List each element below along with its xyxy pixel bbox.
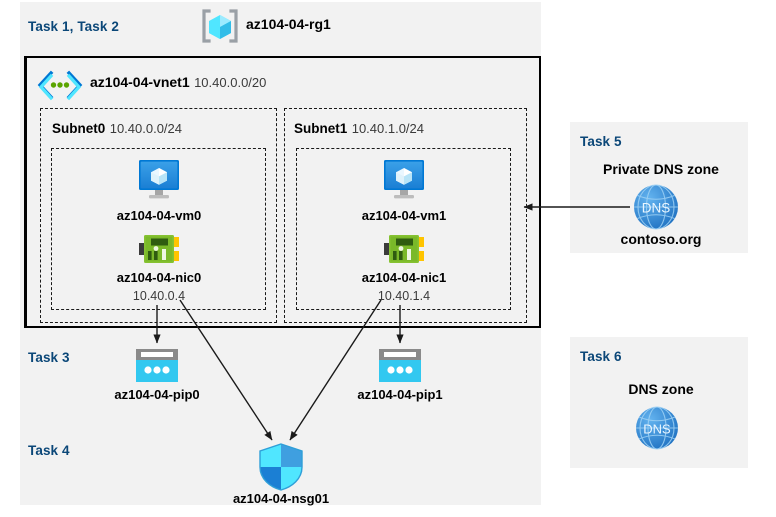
resource-group-icon [200, 8, 240, 44]
virtual-network-icon [36, 70, 84, 101]
network-interface-icon [137, 232, 181, 268]
subnet-1-label: Subnet1 10.40.1.0/24 [294, 120, 424, 138]
nic-0-ip: 10.40.0.4 [132, 289, 186, 303]
private-dns-zone-name: contoso.org [620, 231, 702, 247]
subnet-0-label: Subnet0 10.40.0.0/24 [52, 120, 182, 138]
nic-0-name: az104-04-nic0 [116, 270, 202, 285]
dns-icon-text: DNS [643, 422, 671, 437]
subnet-0-container [40, 108, 277, 323]
virtual-network-label: az104-04-vnet1 10.40.0.0/20 [90, 74, 266, 92]
private-dns-zone-title: Private DNS zone [603, 161, 719, 177]
task-label-task3: Task 3 [28, 350, 70, 365]
subnet-1-vm-group [296, 148, 511, 310]
dns-zone-icon: DNS [635, 406, 679, 450]
nsg-name: az104-04-nsg01 [232, 491, 330, 506]
nic-1-ip: 10.40.1.4 [377, 289, 431, 303]
virtual-network-cidr: 10.40.0.0/20 [194, 75, 267, 90]
pip-0-name: az104-04-pip0 [114, 387, 200, 402]
subnet-0-vm-group [51, 148, 266, 310]
subnet-1-container [284, 108, 527, 323]
public-ip-address-icon [379, 349, 421, 382]
dns-icon-text: DNS [642, 201, 671, 216]
dns-zone-title: DNS zone [628, 381, 694, 397]
task-label-task1-task2: Task 1, Task 2 [28, 19, 119, 34]
virtual-network-container [24, 56, 541, 328]
network-security-group-icon [258, 443, 304, 491]
task-3-panel [20, 337, 541, 415]
vm-0-name: az104-04-vm0 [116, 208, 202, 223]
resource-group-name: az104-04-rg1 [246, 16, 331, 32]
nic-1-name: az104-04-nic1 [361, 270, 447, 285]
pip-1-name: az104-04-pip1 [357, 387, 443, 402]
public-ip-address-icon [136, 349, 178, 382]
subnet-1-title: Subnet1 [294, 121, 348, 136]
virtual-machine-icon [378, 159, 430, 201]
subnet-1-cidr: 10.40.1.0/24 [351, 121, 425, 136]
task-label-task4: Task 4 [28, 443, 70, 458]
network-interface-icon [382, 232, 426, 268]
vm-1-name: az104-04-vm1 [361, 208, 447, 223]
dns-zone-icon: DNS [633, 184, 679, 230]
task-label-task5: Task 5 [580, 134, 622, 149]
virtual-machine-icon [133, 159, 185, 201]
subnet-0-cidr: 10.40.0.0/24 [109, 121, 183, 136]
virtual-network-name: az104-04-vnet1 [90, 74, 190, 90]
subnet-0-title: Subnet0 [52, 121, 106, 136]
task-label-task6: Task 6 [580, 349, 622, 364]
